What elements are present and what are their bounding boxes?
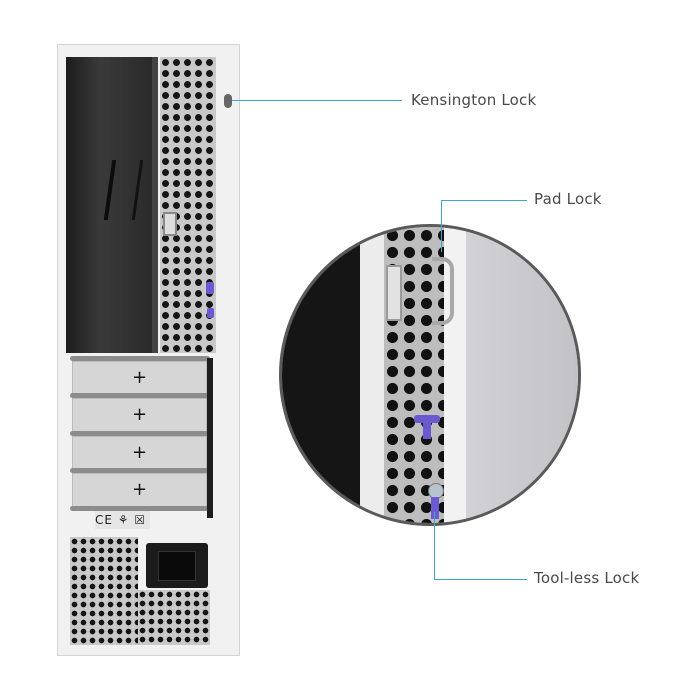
kensington-callout-line bbox=[232, 100, 402, 101]
expansion-slot-4: + bbox=[72, 473, 207, 507]
padlock-loop bbox=[163, 212, 177, 236]
tool-less-lock-label: Tool-less Lock bbox=[534, 569, 640, 587]
detail-frame bbox=[360, 227, 384, 523]
detail-side-panel bbox=[466, 227, 578, 523]
padlock-callout-line-v bbox=[441, 200, 442, 252]
plus-icon: + bbox=[131, 479, 148, 500]
kensington-lock-label: Kensington Lock bbox=[411, 91, 537, 109]
toolless-callout-line-v bbox=[434, 512, 435, 579]
detail-magnifier bbox=[279, 224, 581, 526]
slot-rail bbox=[70, 431, 210, 436]
drive-bay bbox=[66, 57, 158, 353]
expansion-slot-1: + bbox=[72, 361, 207, 395]
kensington-slot bbox=[224, 94, 232, 108]
toolless-callout-line-h bbox=[434, 579, 527, 580]
plus-icon: + bbox=[131, 442, 148, 463]
toolless-screw-stem bbox=[431, 497, 439, 519]
toolless-clip bbox=[206, 282, 214, 294]
slot-bracket-edge bbox=[207, 358, 213, 518]
detail-lock-strip bbox=[444, 227, 466, 523]
plus-icon: + bbox=[131, 404, 148, 425]
certification-marks: CE ⚘ ☒ bbox=[95, 511, 150, 529]
toolless-screw bbox=[207, 308, 214, 318]
toolless-clip-stem bbox=[423, 419, 431, 439]
slot-rail bbox=[70, 393, 210, 398]
padlock-loop-detail bbox=[432, 257, 454, 325]
pad-lock-label: Pad Lock bbox=[534, 190, 602, 208]
plus-icon: + bbox=[131, 367, 148, 388]
psu-fan-grille-lower bbox=[138, 590, 210, 645]
expansion-slot-2: + bbox=[72, 398, 207, 432]
slot-rail bbox=[70, 356, 210, 361]
expansion-slot-3: + bbox=[72, 436, 207, 470]
psu-fan-grille bbox=[70, 537, 138, 645]
detail-interior bbox=[282, 227, 360, 523]
slot-rail bbox=[70, 506, 210, 511]
ventilation-mesh bbox=[160, 57, 216, 353]
power-socket bbox=[158, 551, 196, 581]
padlock-callout-line-h bbox=[441, 200, 527, 201]
detail-slot bbox=[386, 265, 402, 321]
slot-rail bbox=[70, 468, 210, 473]
